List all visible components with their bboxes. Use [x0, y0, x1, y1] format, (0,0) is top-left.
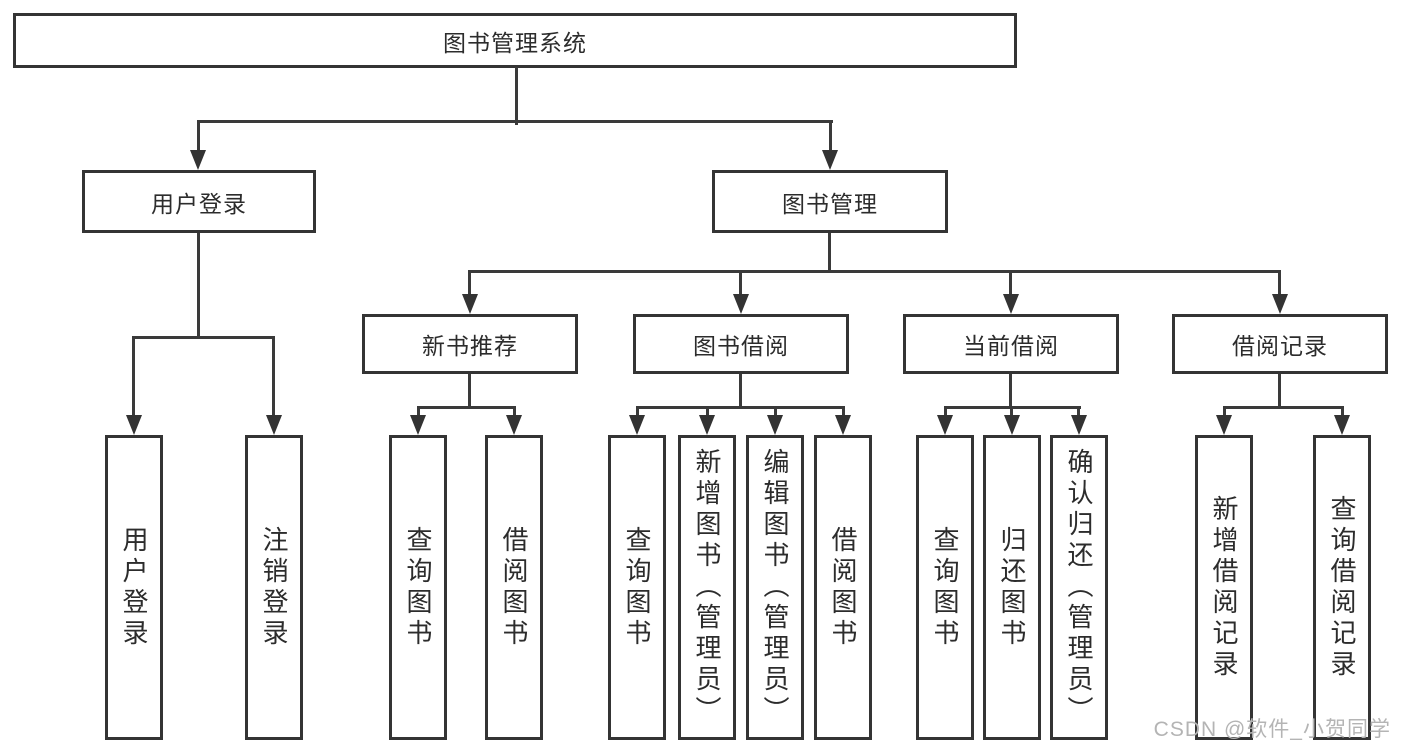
arrowhead-user-login — [190, 150, 206, 170]
arrowhead-current — [1003, 294, 1019, 314]
arrowhead-nb1 — [410, 415, 426, 435]
connector-level2-bus — [197, 120, 833, 123]
connector-drop-re1 — [1223, 406, 1226, 419]
connector-drop-user-login — [197, 120, 200, 154]
connector-drop-leaf-login — [132, 336, 135, 419]
connector-drop-borrowing — [739, 270, 742, 298]
arrowhead-book-mgmt — [822, 150, 838, 170]
connector-drop-re2 — [1341, 406, 1344, 419]
connector-drop-newbook — [468, 270, 471, 298]
node-root-library-system: 图书管理系统 — [13, 13, 1017, 68]
connector-drop-cu2 — [1010, 406, 1013, 419]
connector-drop-br1 — [636, 406, 639, 419]
leaf-user-login: 用户登录 — [105, 435, 163, 740]
arrowhead-nb2 — [506, 415, 522, 435]
csdn-watermark: CSDN @软件_小贺同学 — [1153, 718, 1391, 741]
leaf-borrow-books: 借阅图书 — [814, 435, 872, 740]
connector-bookmgmt-stem — [828, 233, 831, 273]
connector-borrowing-stem — [739, 374, 742, 408]
leaf-confirm-return-admin: 确认归还（管理员） — [1050, 435, 1108, 740]
connector-drop-leaf-logout — [272, 336, 275, 419]
arrowhead-cu3 — [1071, 415, 1087, 435]
connector-drop-br3 — [774, 406, 777, 419]
leaf-query-books-borrow: 查询图书 — [608, 435, 666, 740]
leaf-return-books: 归还图书 — [983, 435, 1041, 740]
connector-level3-bus — [468, 270, 1281, 273]
node-borrowing-records: 借阅记录 — [1172, 314, 1388, 374]
connector-drop-cu1 — [944, 406, 947, 419]
connector-records-stem — [1278, 374, 1281, 408]
node-user-login-branch: 用户登录 — [82, 170, 316, 233]
connector-drop-nb2 — [513, 406, 516, 419]
leaf-borrow-books-recommend: 借阅图书 — [485, 435, 543, 740]
arrowhead-newbook — [462, 294, 478, 314]
arrowhead-leaf-login — [126, 415, 142, 435]
leaf-query-books-recommend: 查询图书 — [389, 435, 447, 740]
connector-drop-book-mgmt — [829, 120, 832, 154]
connector-drop-records — [1278, 270, 1281, 298]
connector-drop-br4 — [842, 406, 845, 419]
leaf-add-borrow-record: 新增借阅记录 — [1195, 435, 1253, 740]
node-current-borrowing: 当前借阅 — [903, 314, 1119, 374]
arrowhead-br2 — [699, 415, 715, 435]
node-new-book-recommend: 新书推荐 — [362, 314, 578, 374]
connector-current-stem — [1009, 374, 1012, 408]
arrowhead-br1 — [629, 415, 645, 435]
connector-newbook-bus — [417, 406, 516, 409]
node-book-management-branch: 图书管理 — [712, 170, 948, 233]
leaf-add-books-admin: 新增图书（管理员） — [678, 435, 736, 740]
connector-drop-current — [1009, 270, 1012, 298]
arrowhead-br3 — [767, 415, 783, 435]
leaf-query-books-current: 查询图书 — [916, 435, 974, 740]
connector-borrowing-bus — [636, 406, 844, 409]
connector-userlogin-bus — [132, 336, 275, 339]
leaf-query-borrow-record: 查询借阅记录 — [1313, 435, 1371, 740]
leaf-logout: 注销登录 — [245, 435, 303, 740]
connector-newbook-stem — [468, 374, 471, 408]
arrowhead-leaf-logout — [266, 415, 282, 435]
arrowhead-re1 — [1216, 415, 1232, 435]
connector-userlogin-stem — [197, 233, 200, 338]
connector-drop-nb1 — [417, 406, 420, 419]
arrowhead-re2 — [1334, 415, 1350, 435]
connector-drop-br2 — [706, 406, 709, 419]
connector-drop-cu3 — [1077, 406, 1080, 419]
connector-root-stem — [515, 67, 518, 125]
leaf-edit-books-admin: 编辑图书（管理员） — [746, 435, 804, 740]
connector-records-bus — [1223, 406, 1343, 409]
arrowhead-borrowing — [733, 294, 749, 314]
node-book-borrowing: 图书借阅 — [633, 314, 849, 374]
arrowhead-br4 — [835, 415, 851, 435]
arrowhead-cu2 — [1004, 415, 1020, 435]
arrowhead-records — [1272, 294, 1288, 314]
arrowhead-cu1 — [937, 415, 953, 435]
